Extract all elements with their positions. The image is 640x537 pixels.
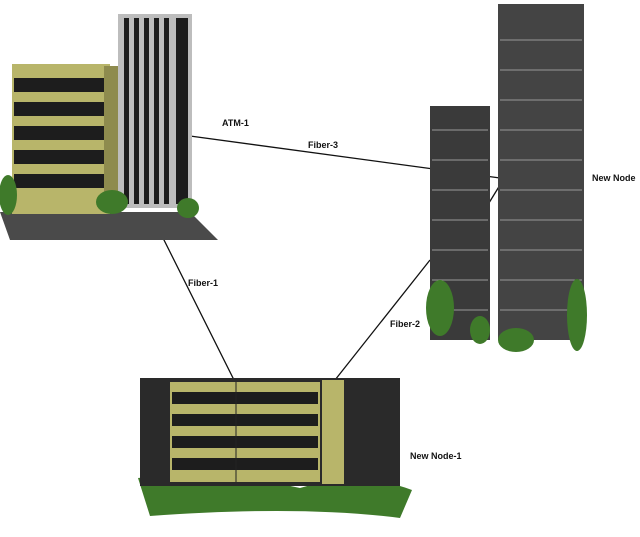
building-new-node-1 xyxy=(138,378,412,518)
label-site-a: ATM-1 xyxy=(222,118,249,128)
label-new-node: New Node xyxy=(592,173,636,183)
label-new-node-1: New Node-1 xyxy=(410,451,462,461)
building-site-a xyxy=(0,14,218,240)
link-fiber1 xyxy=(161,235,237,385)
label-fiber2: Fiber-2 xyxy=(390,319,420,329)
label-fiber3: Fiber-3 xyxy=(308,140,338,150)
link-fiber2 xyxy=(334,259,431,381)
building-new-node xyxy=(426,4,587,352)
label-fiber1: Fiber-1 xyxy=(188,278,218,288)
